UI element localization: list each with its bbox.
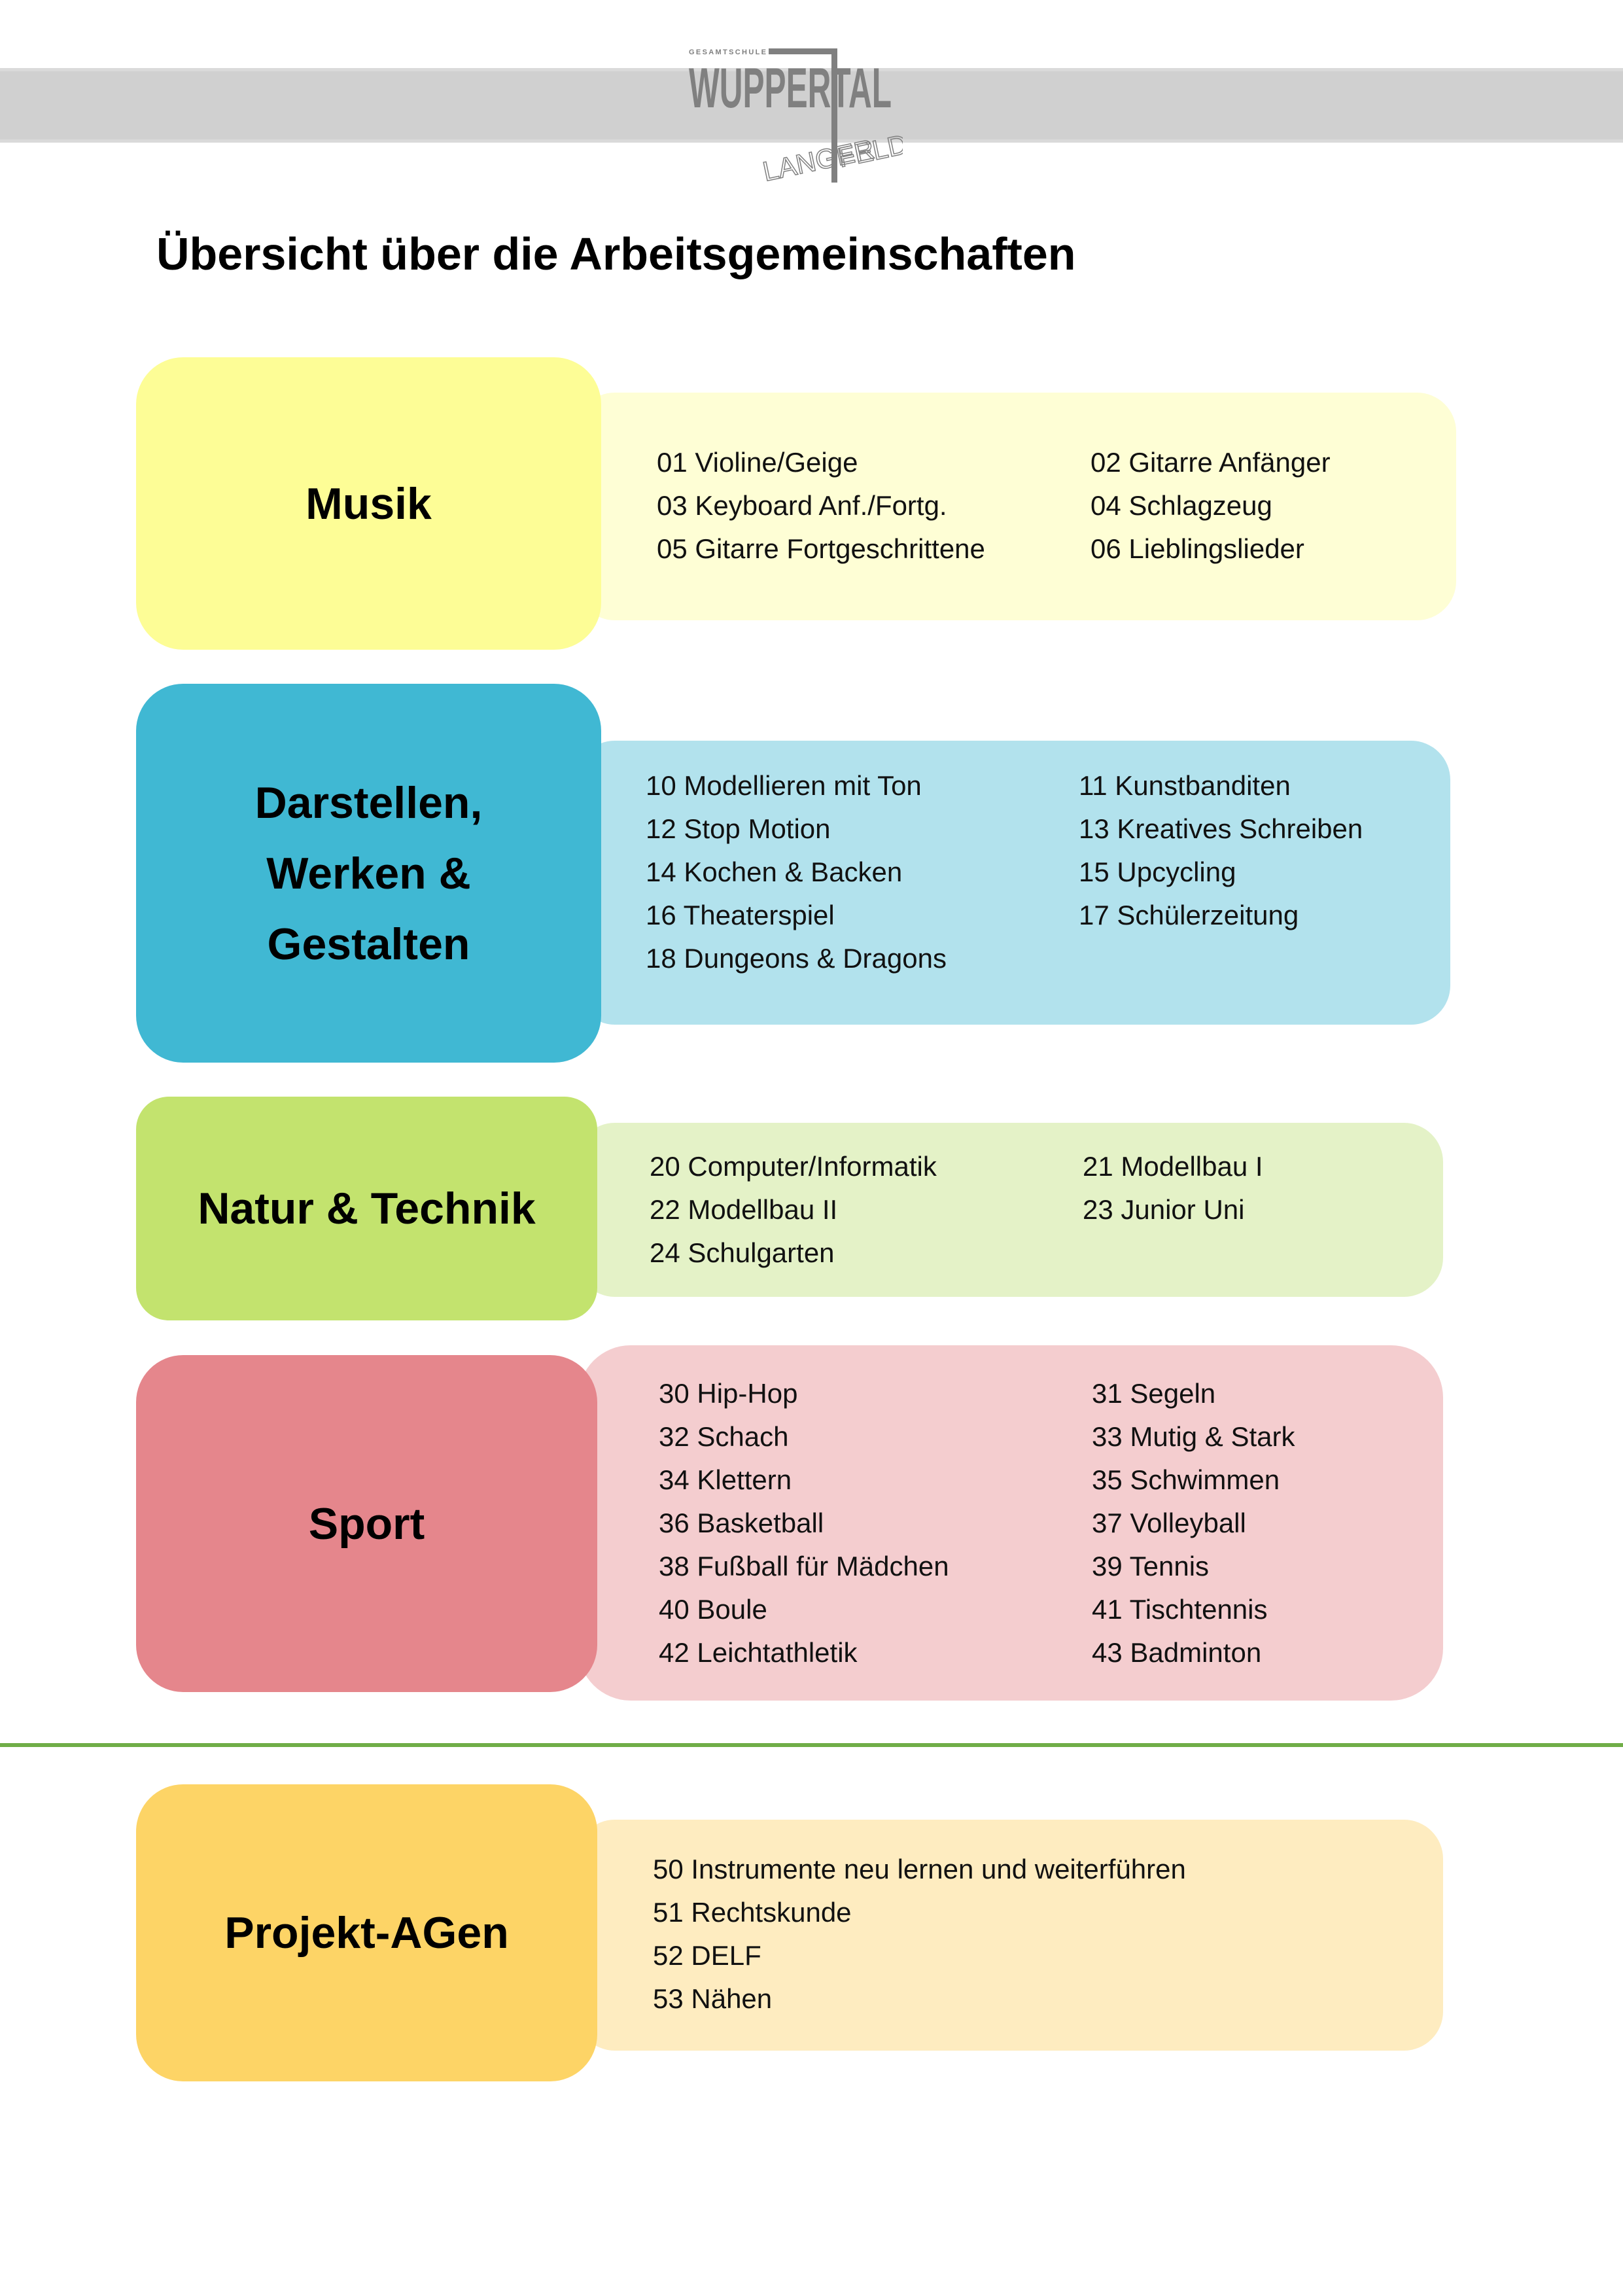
item-list: 20 Computer/Informatik 22 Modellbau II 2… — [650, 1145, 937, 1275]
list-item: 02 Gitarre Anfänger — [1091, 447, 1331, 478]
list-item: 34 Klettern — [659, 1464, 792, 1495]
list-item: 01 Violine/Geige — [657, 447, 858, 478]
item-list: 21 Modellbau I 23 Junior Uni — [1083, 1145, 1263, 1231]
list-item: 05 Gitarre Fortgeschrittene — [657, 533, 985, 564]
list-item: 52 DELF — [653, 1940, 761, 1971]
list-item: 18 Dungeons & Dragons — [646, 943, 947, 974]
list-item: 31 Segeln — [1092, 1378, 1216, 1409]
list-item: 12 Stop Motion — [646, 813, 831, 844]
section-content-projekt — [576, 1820, 1443, 2051]
divider-line — [0, 1743, 1623, 1747]
item-list: 50 Instrumente neu lernen und weiterführ… — [653, 1848, 1186, 2021]
list-item: 37 Volleyball — [1092, 1508, 1246, 1538]
section-label-darstellen: Darstellen, Werken & Gestalten — [136, 684, 601, 1063]
list-item: 16 Theaterspiel — [646, 900, 835, 930]
list-item: 42 Leichtathletik — [659, 1637, 858, 1668]
list-item: 35 Schwimmen — [1092, 1464, 1280, 1495]
section-content-darstellen — [576, 741, 1450, 1025]
list-item: 24 Schulgarten — [650, 1237, 835, 1268]
item-list: 30 Hip-Hop 32 Schach 34 Klettern 36 Bask… — [659, 1372, 949, 1674]
list-item: 10 Modellieren mit Ton — [646, 770, 922, 801]
list-item: 38 Fußball für Mädchen — [659, 1551, 949, 1581]
section-label-sport: Sport — [136, 1355, 597, 1692]
svg-text:WUPPERTAL: WUPPERTAL — [689, 57, 892, 120]
list-item: 41 Tischtennis — [1092, 1594, 1268, 1625]
list-item: 53 Nähen — [653, 1983, 773, 2014]
header-band — [0, 68, 1623, 143]
list-item: 13 Kreatives Schreiben — [1079, 813, 1363, 844]
list-item: 30 Hip-Hop — [659, 1378, 798, 1409]
list-item: 32 Schach — [659, 1421, 789, 1452]
section-label-natur: Natur & Technik — [136, 1097, 597, 1320]
item-list: 10 Modellieren mit Ton 12 Stop Motion 14… — [646, 764, 947, 980]
list-item: 20 Computer/Informatik — [650, 1151, 937, 1182]
section-content-natur — [576, 1123, 1443, 1297]
section-label-projekt: Projekt-AGen — [136, 1784, 597, 2081]
list-item: 36 Basketball — [659, 1508, 824, 1538]
list-item: 23 Junior Uni — [1083, 1194, 1245, 1225]
list-item: 21 Modellbau I — [1083, 1151, 1263, 1182]
section-label-musik: Musik — [136, 357, 601, 650]
item-list: 01 Violine/Geige 03 Keyboard Anf./Fortg.… — [657, 441, 985, 571]
list-item: 40 Boule — [659, 1594, 767, 1625]
list-item: 50 Instrumente neu lernen und weiterführ… — [653, 1854, 1186, 1884]
item-list: 02 Gitarre Anfänger 04 Schlagzeug 06 Lie… — [1091, 441, 1331, 571]
list-item: 11 Kunstbanditen — [1079, 770, 1291, 801]
list-item: 22 Modellbau II — [650, 1194, 838, 1225]
svg-text:GESAMTSCHULE: GESAMTSCHULE — [689, 48, 766, 56]
list-item: 03 Keyboard Anf./Fortg. — [657, 490, 947, 521]
section-content-musik — [576, 393, 1456, 620]
list-item: 39 Tennis — [1092, 1551, 1210, 1581]
item-list: 11 Kunstbanditen 13 Kreatives Schreiben … — [1079, 764, 1363, 937]
list-item: 51 Rechtskunde — [653, 1897, 852, 1928]
list-item: 43 Badminton — [1092, 1637, 1262, 1668]
list-item: 06 Lieblingslieder — [1091, 533, 1304, 564]
list-item: 15 Upcycling — [1079, 857, 1236, 887]
list-item: 17 Schülerzeitung — [1079, 900, 1299, 930]
list-item: 33 Mutig & Stark — [1092, 1421, 1295, 1452]
section-content-sport — [578, 1345, 1443, 1701]
item-list: 31 Segeln 33 Mutig & Stark 35 Schwimmen … — [1092, 1372, 1295, 1674]
school-logo: GESAMTSCHULE WUPPERTAL LANGER FELD — [689, 48, 903, 186]
page-title: Übersicht über die Arbeitsgemeinschaften — [156, 228, 1076, 279]
list-item: 04 Schlagzeug — [1091, 490, 1272, 521]
list-item: 14 Kochen & Backen — [646, 857, 903, 887]
